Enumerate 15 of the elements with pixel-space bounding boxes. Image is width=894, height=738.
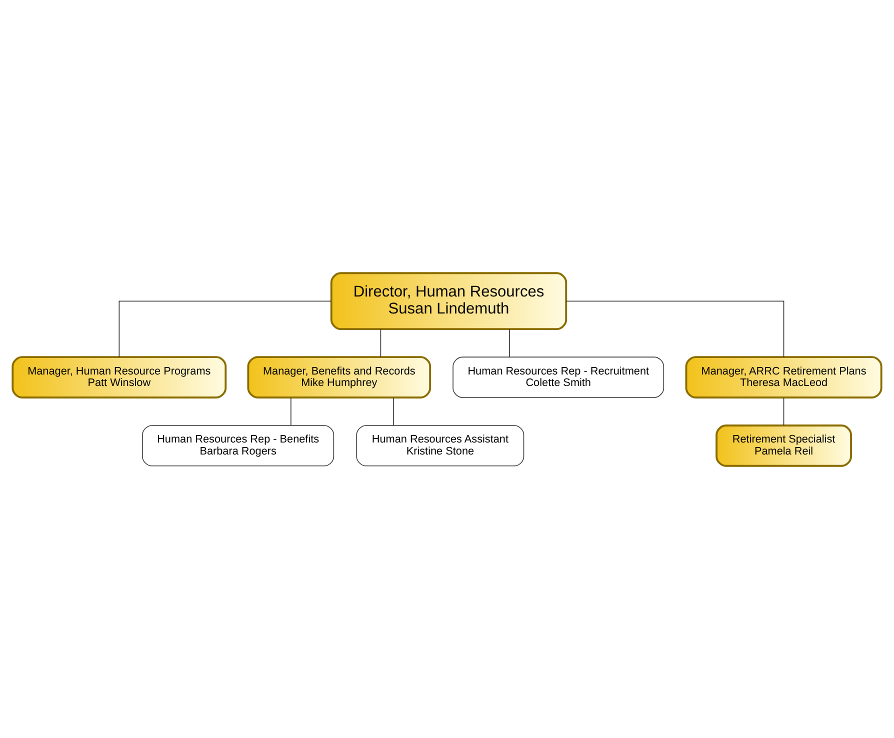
connector [783,396,784,426]
node-box: Manager, Benefits and Records Mike Humphrey [247,356,432,398]
node-box: Manager, Human Resource Programs Patt Winslow [12,356,227,398]
connector [118,300,332,357]
connector [392,396,394,426]
connector [380,328,382,357]
node-box: Human Resources Assistant Kristine Stone [356,424,524,466]
connector [290,396,292,426]
node-box: Retirement Specialist Pamela Reil [716,424,852,466]
connector [566,300,784,357]
node-box: Director, Human Resources Susan Lindemuth [330,272,568,330]
node-box: Human Resources Rep - Recruitment Colette Smith [452,356,664,398]
connector [509,328,510,357]
node-box: Human Resources Rep - Benefits Barbara Rogers [142,424,334,466]
node-box: Manager, ARRC Retirement Plans Theresa MacLeod [685,356,882,398]
